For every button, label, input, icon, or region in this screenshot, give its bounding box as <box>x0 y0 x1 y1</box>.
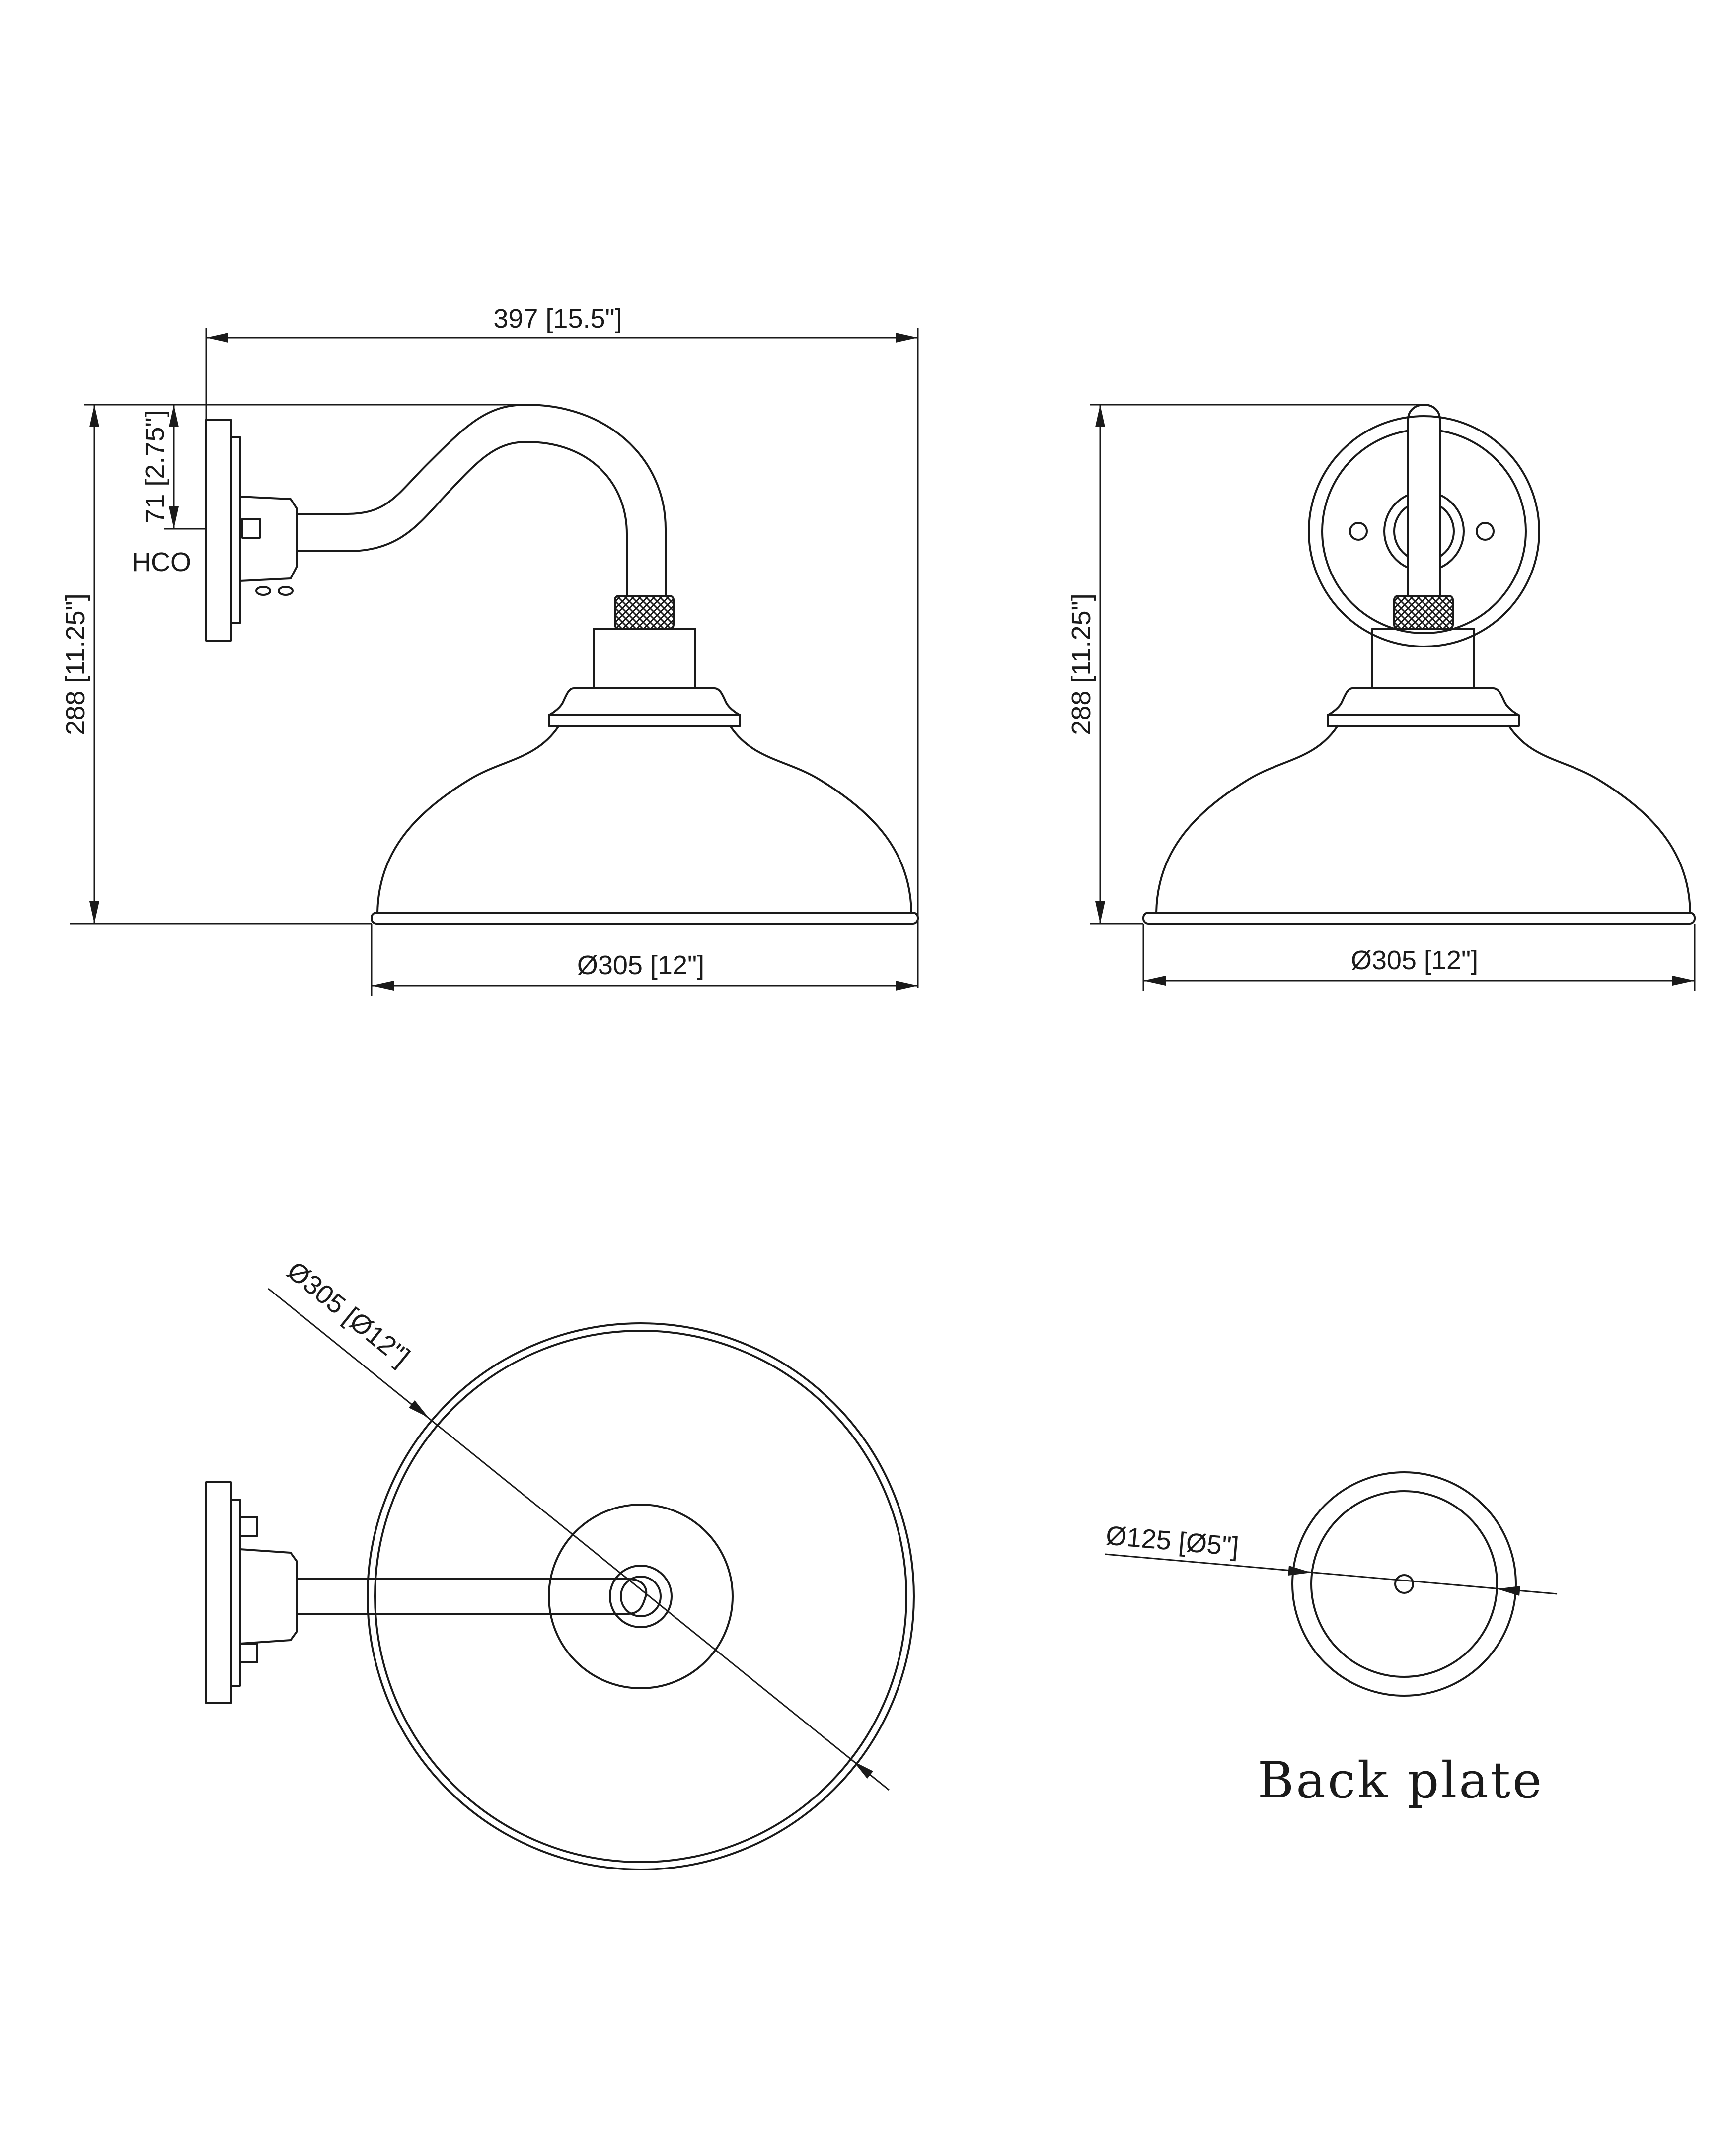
top-shade-inner <box>374 1330 907 1863</box>
top-mount-screw-lower <box>239 1643 258 1663</box>
side-shade-rim <box>371 912 919 925</box>
top-shade-diameter-label: Ø305 [Ø12"] <box>282 1256 416 1372</box>
side-knurled-coupling <box>614 595 675 630</box>
side-shade-diameter-label: Ø305 [12"] <box>577 950 704 980</box>
top-arm <box>296 1578 629 1615</box>
top-mount-screw-upper <box>239 1516 258 1537</box>
side-shade-dome <box>376 725 912 914</box>
top-socket-inner <box>620 1576 662 1617</box>
back-plate-diameter-line <box>1105 1553 1558 1595</box>
back-plate-caption: Back plate <box>1258 1751 1544 1809</box>
back-plate-view: Ø125 [Ø5"] Back plate <box>1105 1471 1558 1809</box>
side-mount-screw <box>241 518 261 539</box>
side-screw-head-1 <box>255 586 271 596</box>
top-view: Ø305 [Ø12"] <box>205 1256 915 1870</box>
front-shade-dome <box>1155 725 1691 914</box>
side-backplate-lip <box>230 436 241 624</box>
side-hco-label: HCO <box>132 547 191 577</box>
back-plate-center-hole <box>1394 1574 1414 1594</box>
front-shade-diameter-label: Ø305 [12"] <box>1351 945 1478 975</box>
side-gooseneck-arm-inner <box>296 441 628 597</box>
side-mount-block <box>239 496 298 582</box>
side-backplate <box>205 419 232 642</box>
side-gooseneck-arm-outer <box>296 404 667 597</box>
front-knurled-coupling <box>1393 595 1454 630</box>
front-screw-hole-left <box>1349 522 1368 541</box>
front-shade-collar <box>1327 687 1520 727</box>
top-backplate <box>205 1481 232 1704</box>
back-plate-outer <box>1291 1471 1517 1697</box>
side-view: 397 [15.5"] 288 [11.25"] 71 [2.75"] HCO … <box>61 304 919 996</box>
top-shade-outer <box>367 1322 915 1870</box>
side-height-label: 288 [11.25"] <box>61 593 90 735</box>
front-socket-neck <box>1371 628 1475 689</box>
top-collar <box>548 1504 734 1689</box>
side-hco-offset-label: 71 [2.75"] <box>140 410 170 523</box>
back-plate-inner <box>1310 1490 1498 1678</box>
front-shade-rim <box>1142 912 1696 925</box>
front-height-label: 288 [11.25"] <box>1066 593 1096 735</box>
top-socket-outer <box>609 1565 673 1628</box>
front-screw-hole-right <box>1476 522 1495 541</box>
top-mount-block <box>239 1548 298 1645</box>
front-view: 288 [11.25"] Ø305 [12"] <box>1066 404 1696 991</box>
side-shade-collar <box>548 687 741 727</box>
top-shade-diameter-line <box>268 1288 890 1791</box>
side-width-label: 397 [15.5"] <box>493 304 622 334</box>
front-backplate-outer <box>1308 415 1540 647</box>
side-socket-neck <box>593 628 696 689</box>
side-screw-head-2 <box>278 586 294 596</box>
